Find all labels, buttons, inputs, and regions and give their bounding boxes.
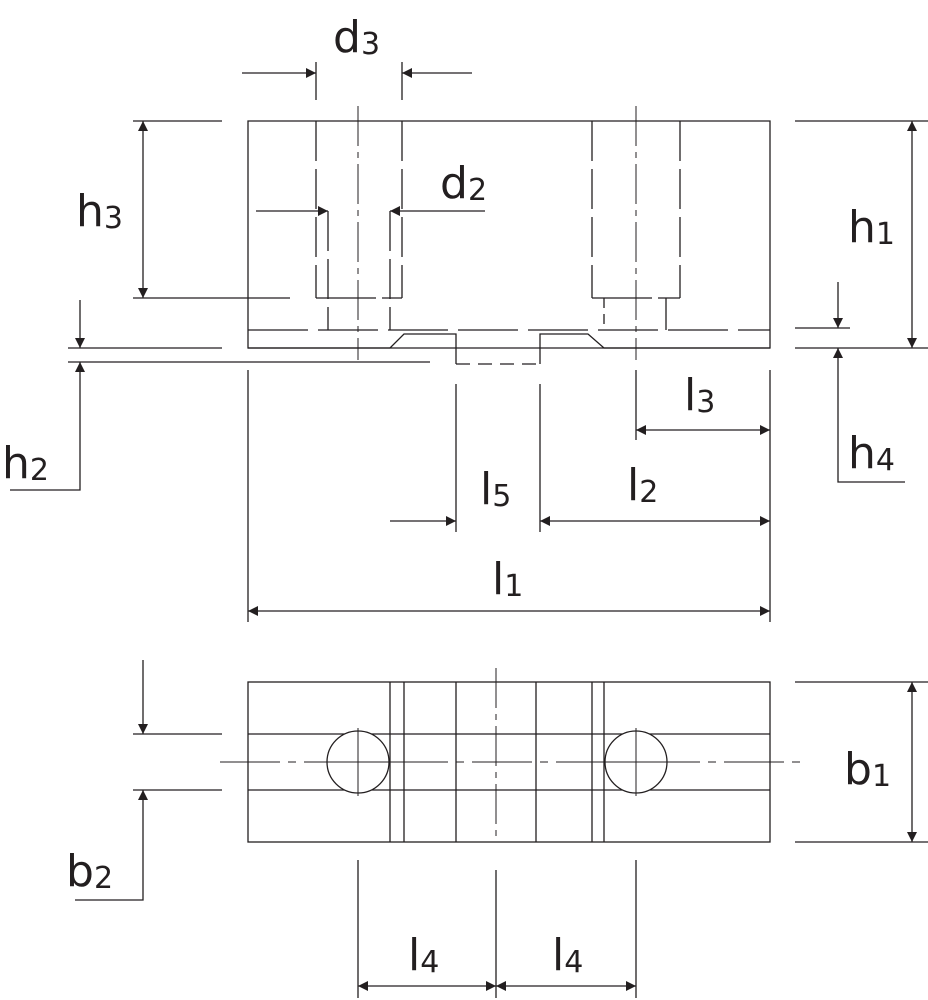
bottom-groove (248, 333, 770, 364)
front-view-outline (247, 120, 771, 349)
label-d2: d2 (440, 158, 487, 209)
left-bore (315, 106, 403, 360)
h2-arrow-bottom (10, 362, 85, 491)
label-l2: l2 (627, 460, 658, 511)
label-l1: l1 (492, 554, 523, 605)
label-h2: h2 (2, 438, 49, 489)
label-b1: b1 (844, 744, 891, 795)
label-h1: h1 (848, 202, 895, 253)
front-view (10, 62, 928, 622)
b2-arrow-bottom (75, 790, 148, 901)
dimension-labels: d3 d2 h3 h1 h2 h4 l3 l5 l2 l1 b1 b2 l4 l… (2, 12, 895, 981)
label-b2: b2 (66, 846, 113, 897)
h4-arrow-bottom (833, 348, 905, 483)
top-view (75, 660, 928, 998)
label-h3: h3 (76, 186, 123, 237)
label-l5: l5 (480, 464, 511, 515)
label-h4: h4 (848, 428, 895, 479)
label-d3: d3 (333, 12, 380, 63)
right-bore (591, 106, 681, 360)
label-l4-right: l4 (552, 930, 583, 981)
label-l3: l3 (684, 370, 715, 421)
label-l4-left: l4 (408, 930, 439, 981)
